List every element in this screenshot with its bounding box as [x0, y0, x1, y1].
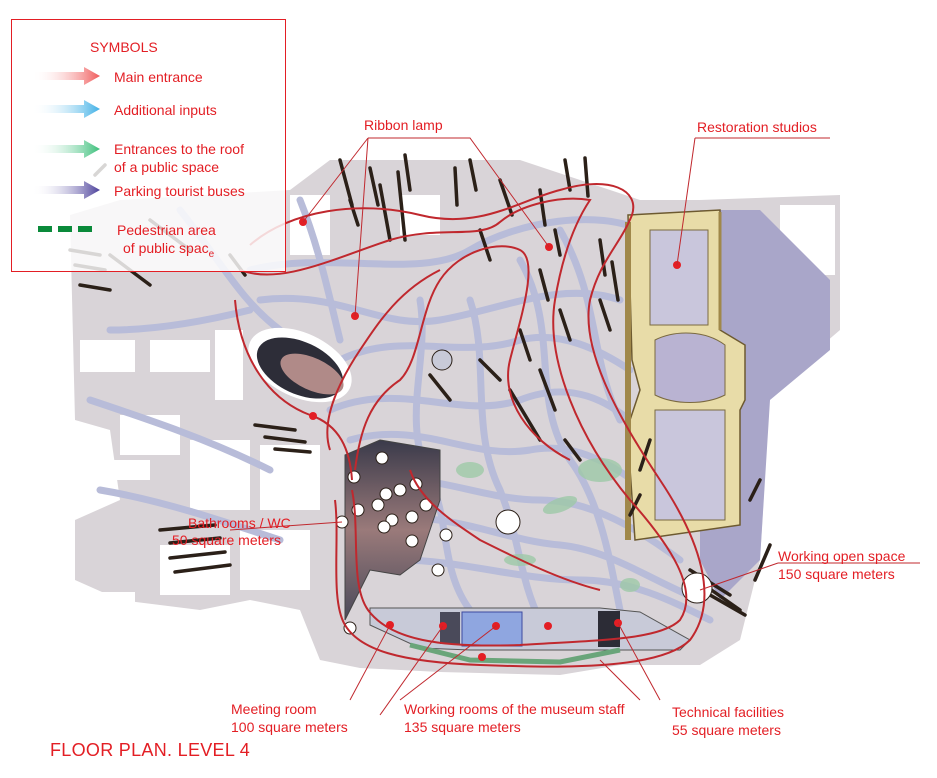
blue-arrow-icon	[32, 100, 100, 118]
label-technical-facilities-area: 55 square meters	[672, 722, 781, 738]
legend-pedestrian-area-line2-sub: e	[208, 248, 215, 260]
ribbon-lamp-lines	[234, 183, 706, 668]
legend-pedestrian-area: Pedestrian area	[117, 222, 216, 238]
label-working-open-space: Working open space	[778, 548, 906, 564]
green-arrow-icon	[32, 140, 100, 158]
label-staff-rooms-area: 135 square meters	[404, 719, 521, 735]
restoration-building	[625, 209, 746, 541]
legend-additional-inputs: Additional inputs	[114, 102, 217, 118]
legend-title: SYMBOLS	[90, 39, 158, 55]
legend-roof-entrances-line2: of a public space	[114, 159, 220, 175]
label-meeting-room-area: 100 square meters	[231, 719, 348, 735]
label-bathrooms-area: 50 square meters	[172, 532, 281, 548]
label-technical-facilities: Technical facilities	[672, 704, 785, 720]
label-working-open-space-area: 150 square meters	[778, 566, 895, 582]
callout-lines	[229, 137, 920, 716]
red-arrow-icon	[32, 67, 100, 85]
floor-plan-title: FLOOR PLAN. LEVEL 4	[50, 740, 251, 760]
label-meeting-room: Meeting room	[231, 701, 317, 717]
green-dashed-line-icon	[38, 226, 98, 232]
label-staff-rooms: Working rooms of the museum staff	[404, 701, 625, 717]
purple-arrow-icon	[32, 181, 100, 199]
label-ribbon-lamp: Ribbon lamp	[364, 117, 443, 133]
legend-parking-buses: Parking tourist buses	[114, 183, 245, 199]
legend-pedestrian-area-line2-text: of public spac	[123, 240, 209, 256]
legend-pedestrian-area-line2: of public space	[123, 240, 214, 263]
legend-main-entrance: Main entrance	[114, 69, 203, 85]
legend-roof-entrances: Entrances to the roof	[114, 141, 244, 157]
label-restoration-studios: Restoration studios	[697, 119, 817, 135]
oval-skylight	[248, 327, 352, 403]
label-bathrooms: Bathrooms / WC	[188, 515, 291, 531]
